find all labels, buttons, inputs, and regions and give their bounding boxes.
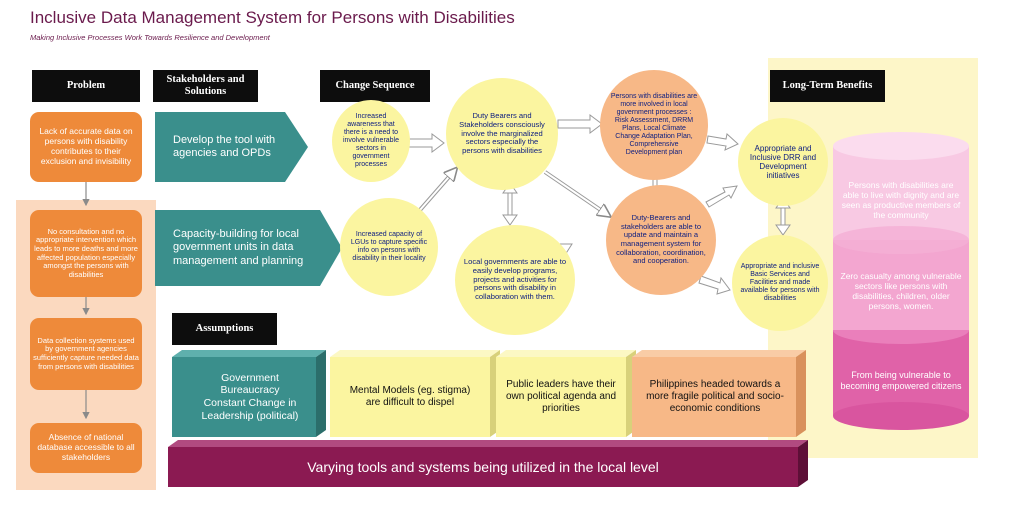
sequence-inclusive-drr: Appropriate and Inclusive DRR and Develo… bbox=[738, 118, 828, 206]
benefit-dignity: Persons with disabilities are able to li… bbox=[841, 179, 961, 221]
problem-box-1: Lack of accurate data on persons with di… bbox=[30, 112, 142, 182]
sequence-duty-bearers-update: Duty-Bearers and stakeholders are able t… bbox=[606, 185, 716, 295]
sequence-local-governments-programs: Local governments are able to easily dev… bbox=[455, 225, 575, 335]
sequence-increased-capacity: Increased capacity of LGUs to capture sp… bbox=[340, 198, 438, 296]
assumption-bureaucracy: Government Bureaucracy Constant Change i… bbox=[201, 371, 299, 422]
sequence-persons-involved: Persons with disabilities are more invol… bbox=[600, 70, 708, 180]
solution-arrow-shape-1 bbox=[155, 112, 308, 182]
bottom-bar-varying-tools: Varying tools and systems being utilized… bbox=[307, 459, 659, 475]
problem-box-2: No consultation and no appropriate inter… bbox=[30, 210, 142, 297]
benefit-cylinders bbox=[833, 132, 969, 430]
problem-box-3: Data collection systems used by governme… bbox=[30, 318, 142, 390]
sequence-duty-bearers-involve: Duty Bearers and Stakeholders consciousl… bbox=[446, 78, 558, 190]
page-subtitle: Making Inclusive Processes Work Towards … bbox=[30, 33, 270, 42]
solution-develop-tool: Develop the tool with agencies and OPDs bbox=[173, 133, 276, 159]
assumption-cubes bbox=[168, 350, 808, 487]
assumption-public-leaders: Public leaders have their own political … bbox=[505, 379, 617, 414]
solution-capacity-building: Capacity-building for local government u… bbox=[173, 228, 304, 267]
header-assumptions: Assumptions bbox=[172, 313, 277, 345]
sequence-basic-services: Appropriate and inclusive Basic Services… bbox=[732, 235, 828, 331]
solution-arrow-shape-2 bbox=[155, 210, 342, 286]
header-change-sequence: Change Sequence bbox=[320, 70, 430, 102]
assumption-mental-models: Mental Models (eg. stigma) are difficult… bbox=[349, 385, 471, 408]
problem-box-4: Absence of national database accessible … bbox=[30, 423, 142, 473]
header-long-term-benefits: Long-Term Benefits bbox=[770, 70, 885, 102]
sequence-increased-awareness: Increased awareness that there is a need… bbox=[332, 100, 410, 182]
header-stakeholders: Stakeholders and Solutions bbox=[153, 70, 258, 102]
page-title: Inclusive Data Management System for Per… bbox=[30, 8, 515, 27]
benefit-empowered-citizens: From being vulnerable to becoming empowe… bbox=[840, 370, 962, 391]
benefit-zero-casualty: Zero casualty among vulnerable sectors l… bbox=[840, 270, 962, 312]
assumption-philippines: Philippines headed towards a more fragil… bbox=[646, 379, 784, 414]
header-problem: Problem bbox=[32, 70, 140, 102]
